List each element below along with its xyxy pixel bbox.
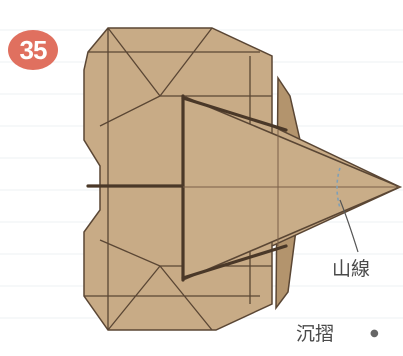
mountain-fold-label: 山線 (332, 258, 371, 280)
sink-fold-mark: ● (370, 328, 379, 339)
mountain-fold-line (336, 167, 341, 209)
crease-lines (84, 27, 273, 331)
step-number: 35 (19, 34, 48, 65)
thick-fold-edges (86, 94, 288, 282)
sink-fold-label: 沉摺 (296, 323, 335, 345)
step-number-badge: 35 (8, 30, 58, 70)
mountain-label-leader (339, 199, 359, 253)
